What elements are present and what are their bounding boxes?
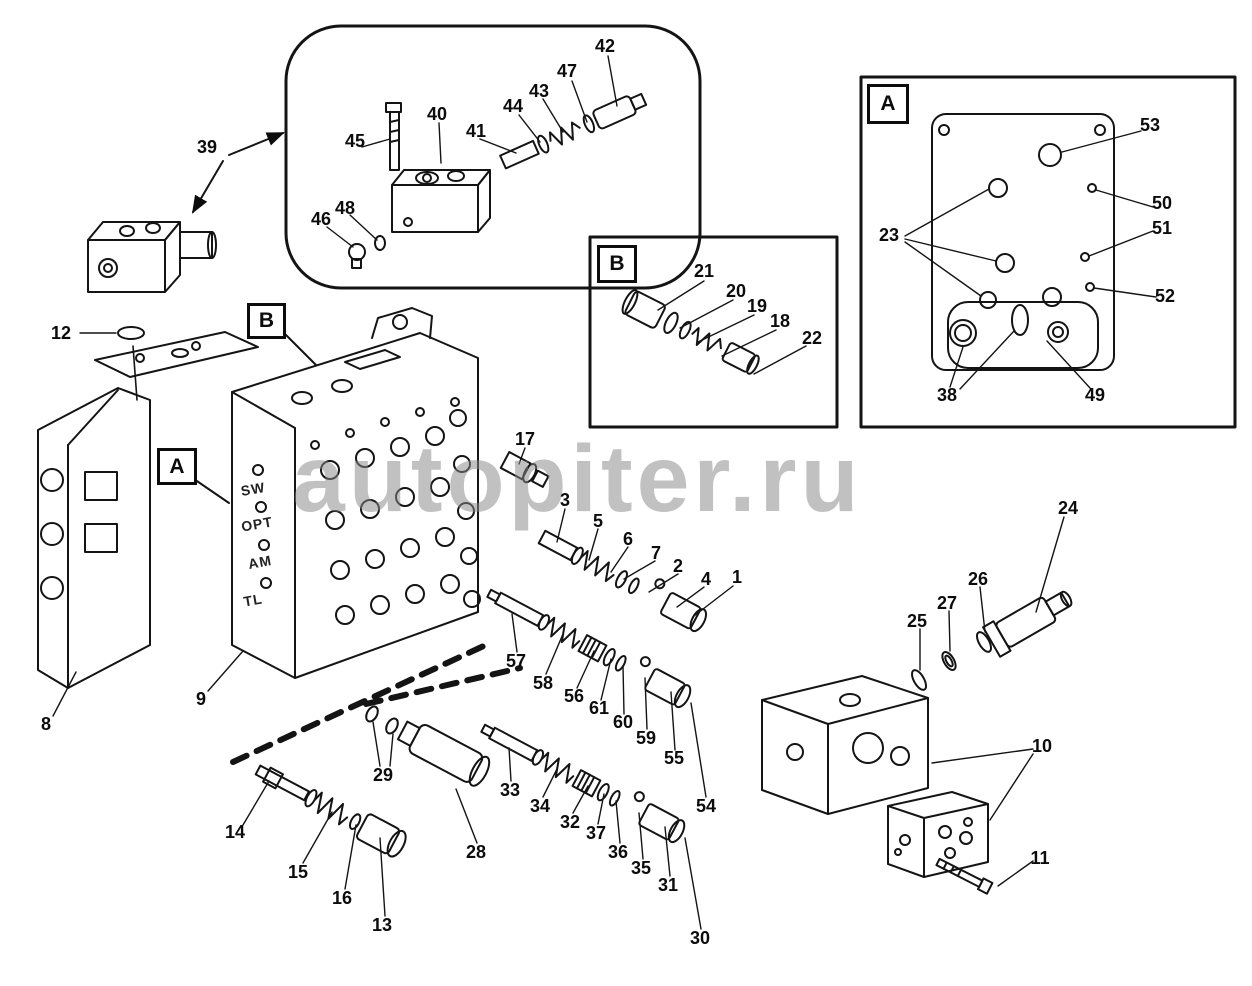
- callout-56: 56: [563, 686, 585, 706]
- callout-13: 13: [371, 915, 393, 935]
- callout-38: 38: [936, 385, 958, 405]
- callout-29: 29: [372, 765, 394, 785]
- valve-block-10: [761, 675, 929, 815]
- callout-61: 61: [588, 698, 610, 718]
- callout-37: 37: [585, 823, 607, 843]
- callout-2: 2: [672, 556, 684, 576]
- callout-25: 25: [906, 611, 928, 631]
- callout-16: 16: [331, 888, 353, 908]
- callout-15: 15: [287, 862, 309, 882]
- fitting-24: [911, 590, 1073, 691]
- inset-detail-b: [588, 235, 839, 429]
- callout-24: 24: [1057, 498, 1079, 518]
- callout-8: 8: [40, 714, 52, 734]
- leader-lines: [52, 55, 1157, 930]
- callout-49: 49: [1084, 385, 1106, 405]
- callout-45: 45: [344, 131, 366, 151]
- callout-44: 44: [502, 96, 524, 116]
- callout-36: 36: [607, 842, 629, 862]
- callout-51: 51: [1151, 218, 1173, 238]
- detail-marker-a-inset: A: [867, 84, 909, 124]
- callout-18: 18: [769, 311, 791, 331]
- inset-detail-a: [859, 75, 1237, 429]
- callout-50: 50: [1151, 193, 1173, 213]
- fitting-17: [499, 451, 550, 488]
- callout-4: 4: [700, 569, 712, 589]
- body-label-tl: TL: [242, 590, 264, 610]
- callout-58: 58: [532, 673, 554, 693]
- valve-39: [87, 221, 217, 293]
- callout-9: 9: [195, 689, 207, 709]
- callout-27: 27: [936, 593, 958, 613]
- callout-57: 57: [505, 651, 527, 671]
- detail-marker-a-main: A: [157, 448, 197, 485]
- detail-marker-b-inset: B: [597, 245, 637, 283]
- callout-55: 55: [663, 748, 685, 768]
- callout-46: 46: [310, 209, 332, 229]
- callout-53: 53: [1139, 115, 1161, 135]
- small-block-11: [887, 791, 994, 895]
- callout-12: 12: [50, 323, 72, 343]
- callout-11: 11: [1030, 848, 1050, 868]
- callout-10: 10: [1031, 736, 1053, 756]
- callout-1: 1: [731, 567, 743, 587]
- callout-52: 52: [1154, 286, 1176, 306]
- callout-34: 34: [529, 796, 551, 816]
- callout-3: 3: [559, 490, 571, 510]
- callout-19: 19: [746, 296, 768, 316]
- callout-48: 48: [334, 198, 356, 218]
- spool-group-3: [476, 711, 692, 846]
- callout-42: 42: [594, 36, 616, 56]
- callout-59: 59: [635, 728, 657, 748]
- callout-22: 22: [801, 328, 823, 348]
- callout-30: 30: [689, 928, 711, 948]
- dashed-connectors: [230, 641, 523, 765]
- callout-21: 21: [693, 261, 715, 281]
- callout-32: 32: [559, 812, 581, 832]
- callout-5: 5: [592, 511, 604, 531]
- callout-7: 7: [650, 543, 662, 563]
- spool-group-1: [537, 529, 708, 633]
- detail-marker-b-main: B: [247, 303, 286, 339]
- callout-43: 43: [528, 81, 550, 101]
- callout-41: 41: [465, 121, 487, 141]
- callout-17: 17: [514, 429, 536, 449]
- callout-39: 39: [196, 137, 218, 157]
- callout-40: 40: [426, 104, 448, 124]
- callout-35: 35: [630, 858, 652, 878]
- rings-29: [365, 705, 399, 735]
- callout-47: 47: [556, 61, 578, 81]
- inset-detail-39: [284, 24, 702, 290]
- callout-54: 54: [695, 796, 717, 816]
- callout-28: 28: [465, 842, 487, 862]
- callout-31: 31: [657, 875, 679, 895]
- callout-6: 6: [622, 529, 634, 549]
- watermark-text: autopiter.ru: [292, 426, 863, 532]
- sleeve-28: [396, 720, 491, 787]
- callout-14: 14: [224, 822, 246, 842]
- callout-33: 33: [499, 780, 521, 800]
- main-valve-body: [37, 307, 481, 689]
- callout-60: 60: [612, 712, 634, 732]
- callout-20: 20: [725, 281, 747, 301]
- spool-group-4: [254, 764, 407, 858]
- callout-26: 26: [967, 569, 989, 589]
- callout-23: 23: [878, 225, 900, 245]
